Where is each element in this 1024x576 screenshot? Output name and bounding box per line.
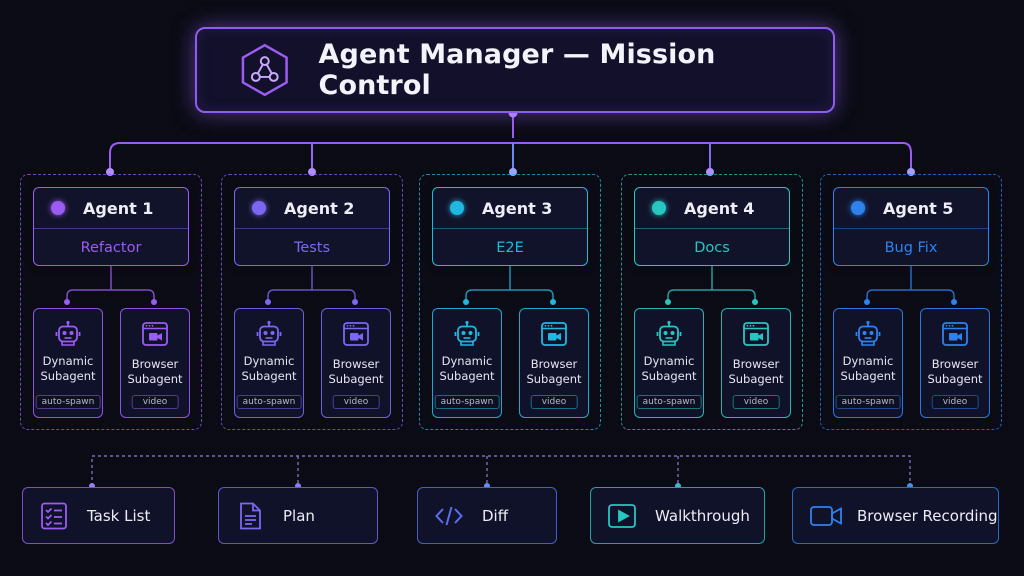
status-dot [51,201,65,215]
video-badge: video [332,395,380,409]
page-title: Agent Manager — Mission Control [318,39,716,101]
browser-video-icon [742,320,770,348]
robot-icon [453,320,481,348]
agent-card[interactable]: Agent 5 Bug Fix [833,187,989,266]
output-video-camera[interactable]: Browser Recording [792,487,999,544]
video-badge: video [931,395,979,409]
agent-card[interactable]: Agent 3 E2E [432,187,588,266]
agent-name: Agent 3 [482,198,553,218]
agent-task: E2E [496,239,524,256]
agent-task: Refactor [80,239,142,256]
agent-name: Agent 2 [284,198,355,218]
robot-icon [854,320,882,348]
auto-spawn-badge: auto-spawn [35,395,101,409]
auto-spawn-badge: auto-spawn [434,395,500,409]
checklist-icon [39,501,69,531]
video-camera-icon [809,501,842,531]
agent-name: Agent 4 [684,198,755,218]
robot-icon [655,320,683,348]
agent-task: Bug Fix [884,239,938,256]
document-icon [235,501,265,531]
auto-spawn-badge: auto-spawn [236,395,302,409]
status-dot [252,201,266,215]
output-label: Plan [283,506,315,525]
hexagon-network-icon [241,43,288,97]
output-checklist[interactable]: Task List [22,487,175,544]
agent-name: Agent 5 [883,198,954,218]
robot-icon [54,320,82,348]
output-play[interactable]: Walkthrough [590,487,765,544]
robot-icon [255,320,283,348]
status-dot [450,201,464,215]
output-label: Diff [482,506,509,525]
video-badge: video [732,395,780,409]
output-label: Walkthrough [655,506,750,525]
agent-task: Tests [293,239,331,256]
browser-video-icon [342,320,370,348]
browser-video-icon [941,320,969,348]
output-document[interactable]: Plan [218,487,378,544]
video-badge: video [530,395,578,409]
output-label: Task List [87,506,151,525]
status-dot [851,201,865,215]
video-badge: video [131,395,179,409]
agent-card[interactable]: Agent 1 Refactor [33,187,189,266]
browser-video-icon [540,320,568,348]
agent-card[interactable]: Agent 4 Docs [634,187,790,266]
code-icon [434,501,464,531]
status-dot [652,201,666,215]
output-label: Browser Recording [857,506,998,525]
mission-control-header: Agent Manager — Mission Control [195,27,835,113]
auto-spawn-badge: auto-spawn [835,395,901,409]
agent-card[interactable]: Agent 2 Tests [234,187,390,266]
browser-video-icon [141,320,169,348]
play-icon [607,501,637,531]
agent-name: Agent 1 [83,198,154,218]
agent-task: Docs [694,239,730,256]
auto-spawn-badge: auto-spawn [636,395,702,409]
output-code[interactable]: Diff [417,487,557,544]
